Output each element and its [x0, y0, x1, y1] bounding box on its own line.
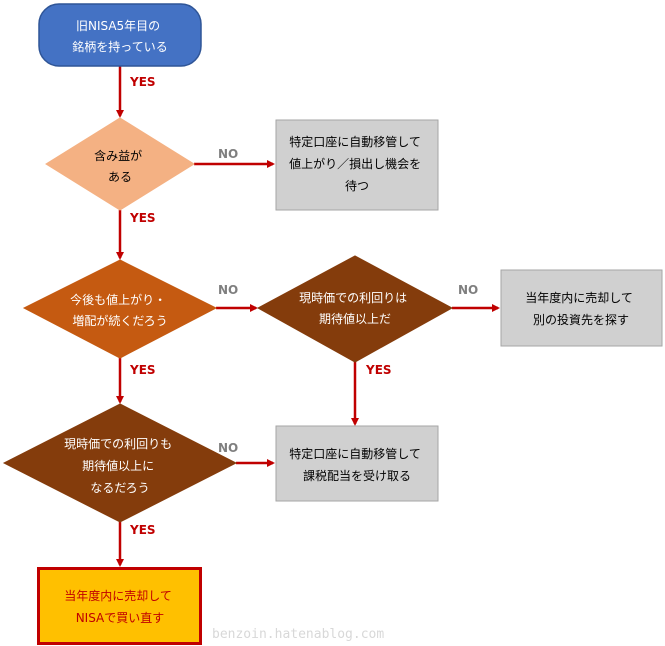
label-q1-q2: YES: [129, 211, 156, 225]
svg-text:特定口座に自動移管して 課税配当を受け取る: 特定口座に自動移管して 課税配当を受け取る: [289, 446, 424, 483]
label-q2-q4: YES: [129, 363, 156, 377]
node-q4: 現時価での利回りも 期待値以上に なるだろう: [2, 403, 238, 523]
q2-line-2: 増配が続くだろう: [72, 313, 167, 328]
label-start-q1: YES: [129, 75, 156, 89]
end-line-1: 当年度内に売却して: [64, 588, 172, 603]
svg-text:旧NISA5年目の 銘柄を持っている: 旧NISA5年目の 銘柄を持っている: [72, 19, 167, 54]
node-start: 旧NISA5年目の 銘柄を持っている: [38, 3, 202, 67]
svg-text:現時価での利回りは 期待値以上だ: 現時価での利回りは 期待値以上だ: [299, 291, 411, 326]
connectors: [116, 66, 500, 567]
r3-line-2: 課税配当を受け取る: [303, 468, 411, 483]
svg-text:現時価での利回りも 期待値以上に な: 現時価での利回りも 期待値以上に なるだろう: [64, 437, 176, 495]
q3-line-2: 期待値以上だ: [319, 311, 391, 326]
q3-line-1: 現時価での利回りは: [299, 291, 407, 305]
q2-line-1: 今後も値上がり・: [70, 292, 166, 307]
node-r3: 特定口座に自動移管して 課税配当を受け取る: [275, 425, 439, 502]
q1-diamond: [45, 117, 195, 211]
edge-labels: YES NO YES NO NO YES YES NO YES: [129, 75, 478, 537]
node-q3: 現時価での利回りは 期待値以上だ: [256, 255, 454, 363]
node-q1: 含み益が ある: [45, 117, 195, 211]
start-terminal: [38, 3, 202, 67]
r3-box: [275, 425, 439, 502]
r2-line-1: 当年度内に売却して: [525, 290, 633, 305]
node-end: 当年度内に売却して NISAで買い直す: [37, 567, 202, 645]
q4-diamond: [2, 403, 238, 523]
q2-diamond: [22, 259, 218, 359]
start-line-2: 銘柄を持っている: [72, 39, 167, 54]
node-q2: 今後も値上がり・ 増配が続くだろう: [22, 259, 218, 359]
label-q4-end: YES: [129, 523, 156, 537]
svg-text:当年度内に売却して 別の投資先を探す: 当年度内に売却して 別の投資先を探す: [525, 290, 636, 327]
r1-line-3: 待つ: [345, 179, 369, 193]
node-r1: 特定口座に自動移管して 値上がり／損出し機会を 待つ: [275, 119, 439, 211]
label-q3-r2: NO: [458, 283, 478, 297]
svg-text:今後も値上がり・ 増配が続くだろう: 今後も値上がり・ 増配が続くだろう: [70, 292, 170, 328]
label-q1-r1: NO: [218, 147, 238, 161]
r3-line-1: 特定口座に自動移管して: [289, 446, 421, 461]
r2-line-2: 別の投資先を探す: [533, 312, 629, 327]
q1-line-2: ある: [108, 170, 132, 184]
q3-diamond: [256, 255, 454, 363]
r1-line-1: 特定口座に自動移管して: [289, 134, 421, 149]
label-q2-q3: NO: [218, 283, 238, 297]
r1-box: [275, 119, 439, 211]
q4-line-2: 期待値以上に: [82, 458, 154, 473]
end-line-2: NISAで買い直す: [76, 611, 165, 625]
end-box: [37, 567, 202, 645]
q4-line-3: なるだろう: [90, 481, 149, 495]
start-line-1: 旧NISA5年目の: [76, 19, 160, 33]
label-q4-r3: NO: [218, 441, 238, 455]
svg-text:特定口座に自動移管して 値上がり／損出し機会を: 特定口座に自動移管して 値上がり／損出し機会を 待つ: [289, 134, 425, 193]
svg-text:含み益が ある: 含み益が ある: [94, 148, 146, 184]
q4-line-1: 現時価での利回りも: [64, 437, 172, 451]
svg-text:当年度内に売却して NISAで買い直す: 当年度内に売却して NISAで買い直す: [64, 588, 175, 625]
node-r2: 当年度内に売却して 別の投資先を探す: [500, 269, 663, 347]
watermark: benzoin.hatenablog.com: [212, 627, 384, 642]
r1-line-2: 値上がり／損出し機会を: [289, 156, 421, 171]
q1-line-1: 含み益が: [94, 148, 142, 163]
r2-box: [500, 269, 663, 347]
label-q3-r3: YES: [365, 363, 392, 377]
